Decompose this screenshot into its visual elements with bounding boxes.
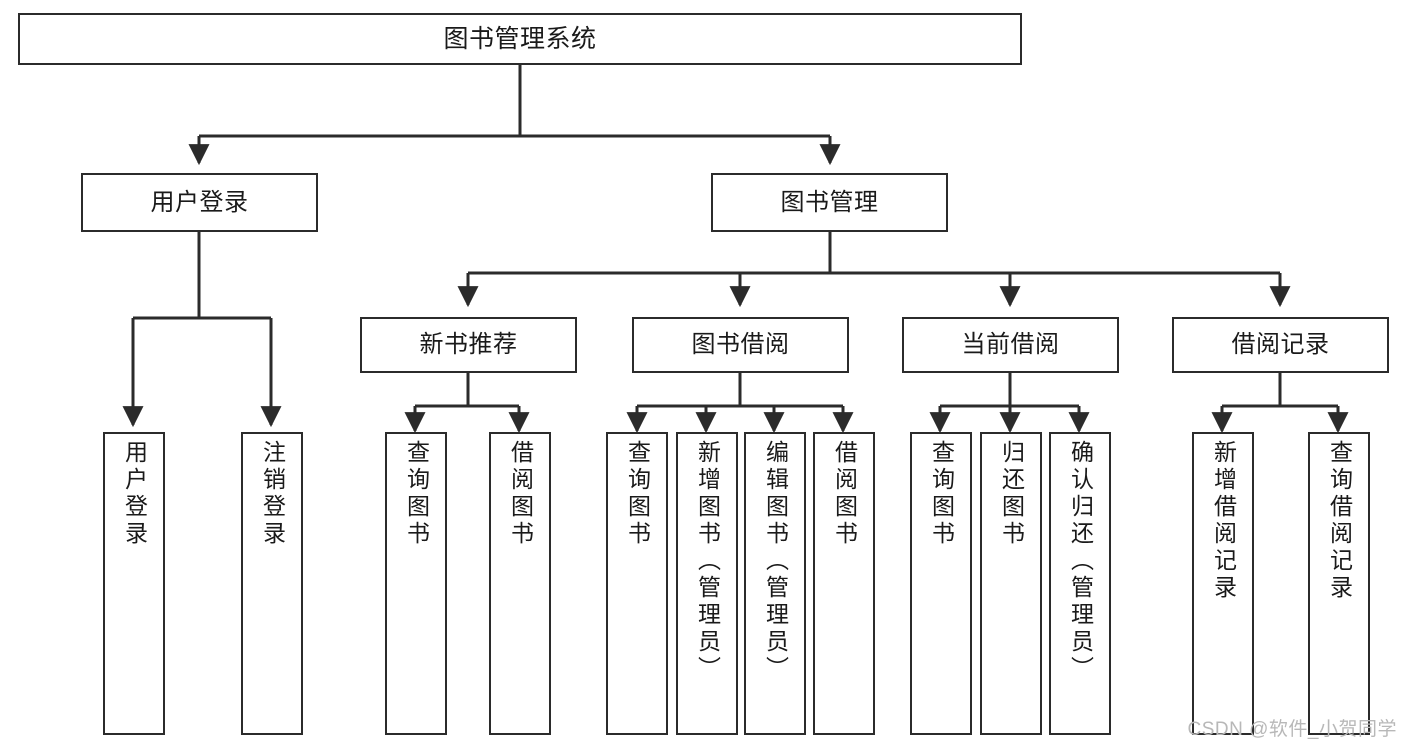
node-current-borrow[interactable]: 当前借阅 xyxy=(902,317,1119,373)
node-leaf-query-book-2[interactable]: 查询图书 xyxy=(606,432,668,735)
node-user-login[interactable]: 用户登录 xyxy=(81,173,318,232)
node-label: 新增借阅记录 xyxy=(1210,440,1237,602)
node-label: 借阅图书 xyxy=(831,440,858,548)
node-label: 查询借阅记录 xyxy=(1326,440,1353,602)
node-label: 当前借阅 xyxy=(961,331,1060,359)
node-label: 新增图书（管理员） xyxy=(694,440,721,683)
node-label: 查询图书 xyxy=(624,440,651,548)
node-leaf-user-login[interactable]: 用户登录 xyxy=(103,432,165,735)
node-book-manage[interactable]: 图书管理 xyxy=(711,173,948,232)
node-label: 归还图书 xyxy=(998,440,1025,548)
node-label: 编辑图书（管理员） xyxy=(762,440,789,683)
node-leaf-query-book-3[interactable]: 查询图书 xyxy=(910,432,972,735)
node-label: 图书管理 xyxy=(780,188,879,216)
node-leaf-return-book[interactable]: 归还图书 xyxy=(980,432,1042,735)
node-label: 用户登录 xyxy=(121,440,148,548)
node-leaf-logout-login[interactable]: 注销登录 xyxy=(241,432,303,735)
node-leaf-borrow-book-1[interactable]: 借阅图书 xyxy=(489,432,551,735)
node-label: 借阅记录 xyxy=(1231,331,1330,359)
node-leaf-query-book-1[interactable]: 查询图书 xyxy=(385,432,447,735)
node-leaf-confirm-return[interactable]: 确认归还（管理员） xyxy=(1049,432,1111,735)
node-label: 注销登录 xyxy=(259,440,286,548)
node-label: 新书推荐 xyxy=(419,331,518,359)
node-new-book-recommend[interactable]: 新书推荐 xyxy=(360,317,577,373)
node-label: 图书管理系统 xyxy=(443,24,597,53)
node-leaf-add-record[interactable]: 新增借阅记录 xyxy=(1192,432,1254,735)
node-label: 借阅图书 xyxy=(507,440,534,548)
node-label: 用户登录 xyxy=(150,188,249,216)
node-label: 图书借阅 xyxy=(691,331,790,359)
node-leaf-borrow-book-2[interactable]: 借阅图书 xyxy=(813,432,875,735)
node-book-borrow[interactable]: 图书借阅 xyxy=(632,317,849,373)
node-root-book-management-system[interactable]: 图书管理系统 xyxy=(18,13,1022,65)
watermark-text: CSDN @软件_小贺同学 xyxy=(1187,719,1397,740)
node-leaf-edit-book[interactable]: 编辑图书（管理员） xyxy=(744,432,806,735)
node-label: 查询图书 xyxy=(403,440,430,548)
node-leaf-add-book[interactable]: 新增图书（管理员） xyxy=(676,432,738,735)
node-borrow-record[interactable]: 借阅记录 xyxy=(1172,317,1389,373)
node-label: 确认归还（管理员） xyxy=(1067,440,1094,683)
node-label: 查询图书 xyxy=(928,440,955,548)
node-leaf-query-record[interactable]: 查询借阅记录 xyxy=(1308,432,1370,735)
